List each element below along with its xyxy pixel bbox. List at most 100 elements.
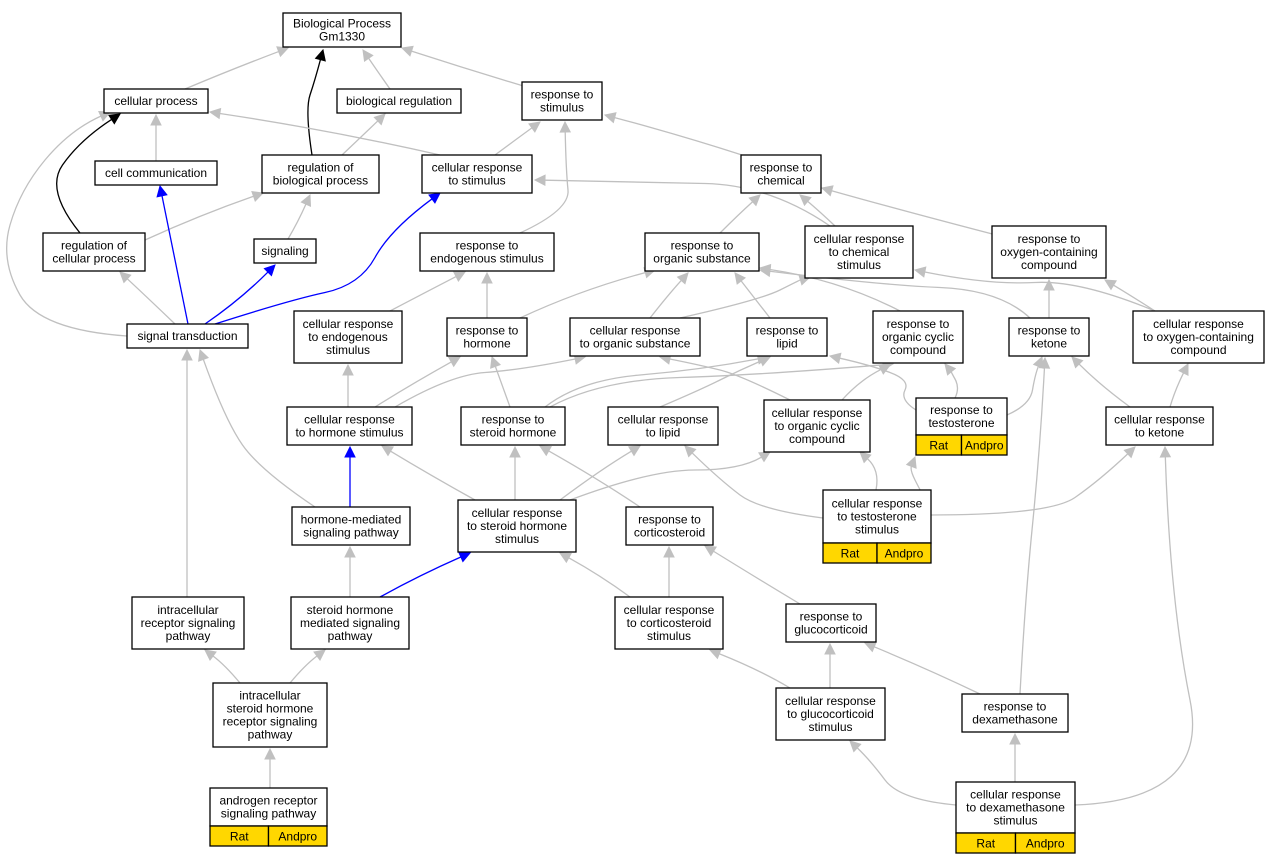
edge-line [219,112,441,156]
edge-line [519,271,646,319]
edge-line [713,550,801,605]
term-box [253,238,317,264]
term-box [286,406,413,446]
term-label-line: cellular response [432,161,523,175]
term-label-line: cellular response [304,413,395,427]
edges-layer [6,45,1194,806]
term-label-line: response to [756,324,819,338]
term-label-line: signal transduction [137,329,237,343]
edge-line [831,190,1001,237]
arrowhead-icon [1178,362,1189,376]
term-box [421,154,533,194]
term-node-cc[interactable]: cell communication [94,160,218,186]
term-label-line: to steroid hormone [467,519,567,533]
term-label-line: response to [1018,232,1081,246]
arrowhead-icon [400,45,414,57]
term-label-line: to hormone stimulus [295,426,403,440]
term-node-st[interactable]: signal transduction [126,323,249,349]
term-box [872,310,964,364]
edge-line [568,557,631,598]
term-label-line: organic cyclic [882,330,954,344]
edge-cp-to-bp [184,46,290,90]
term-label-line: lipid [776,337,797,351]
edge-line [569,456,762,501]
edge-line [184,50,279,90]
edge-line [679,279,801,319]
term-label-line: testosterone [928,416,994,430]
edge-line [719,653,791,689]
term-label-line: intracellular [157,603,218,617]
edge-crtgs-to-crtcorts [708,648,791,689]
term-node-sig[interactable]: signaling [253,238,317,264]
term-box [746,317,828,357]
term-label-line: stimulus [540,101,584,115]
arrowhead-icon [373,113,386,126]
edge-line [807,200,836,227]
edge-crtshs-to-rtsh [509,445,521,500]
arrowhead-icon [119,271,132,284]
term-label-line: steroid hormone [307,603,394,617]
term-label-line: compound [1021,258,1077,272]
edge-hmsp-to-st [198,348,316,508]
term-box [961,693,1069,733]
edge-rtt-to-rtk [1006,355,1044,416]
term-box [336,88,462,114]
term-label-line: intracellular [239,689,300,703]
term-label-line: cellular response [472,506,563,520]
arrowhead-icon [1009,732,1021,745]
term-label-line: cellular response [814,232,905,246]
term-label-line: to lipid [646,426,681,440]
term-label-line: response to [887,317,950,331]
edge-line [289,655,318,684]
edge-line [6,115,128,337]
arrowhead-icon [533,174,546,187]
edge-line [379,556,462,598]
term-label-line: cellular response [303,317,394,331]
edge-line [494,127,533,156]
term-label-line: to organic cyclic [774,419,859,433]
term-label-line: stimulus [993,814,1037,828]
term-node-breg[interactable]: biological regulation [336,88,462,114]
term-node-cp[interactable]: cellular process [103,88,209,114]
arrowhead-icon [849,740,862,753]
edge-line [548,450,641,508]
term-label-line: to ketone [1135,426,1185,440]
arrowhead-icon [509,445,521,458]
